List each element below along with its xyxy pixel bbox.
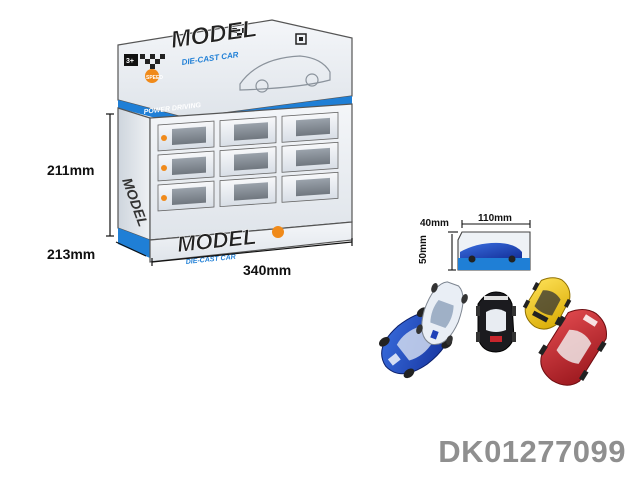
depth-dimension-line [115, 241, 147, 257]
depth-dimension-label: 213mm [47, 246, 96, 262]
width-dimension-label: 340mm [243, 262, 292, 278]
product-code-label: DK01277099 [438, 434, 626, 469]
age-badge [124, 54, 138, 66]
height-dimension-label: 211mm [47, 162, 95, 178]
front-speed-badge-icon [272, 226, 284, 238]
single-pack-height-label: 50mm [418, 235, 429, 264]
width-dimension-line [151, 241, 353, 263]
qr-code-icon [295, 33, 307, 45]
red-race-car [538, 309, 607, 386]
mini-boxes-grid [157, 111, 339, 212]
display-box-dimension-lines [106, 113, 353, 266]
checkered-flag-pattern [140, 28, 247, 69]
speed-badge-text: SPEED [146, 75, 163, 81]
single-pack-depth-label: 40mm [420, 218, 449, 229]
single-pack-box [457, 231, 531, 271]
white-race-car [416, 281, 468, 346]
single-pack-width-label: 110mm [478, 213, 512, 224]
single-pack-dimension-lines [448, 220, 531, 271]
display-box: MODEL DIE-CAST CAR 3+ SPEED POWER DRIVIN… [117, 15, 353, 266]
single-pack-car [460, 242, 522, 258]
car-sketch-icon [239, 55, 331, 91]
black-police-car [476, 291, 516, 353]
speed-badge-icon [145, 69, 159, 83]
age-badge-text: 3+ [126, 58, 134, 65]
